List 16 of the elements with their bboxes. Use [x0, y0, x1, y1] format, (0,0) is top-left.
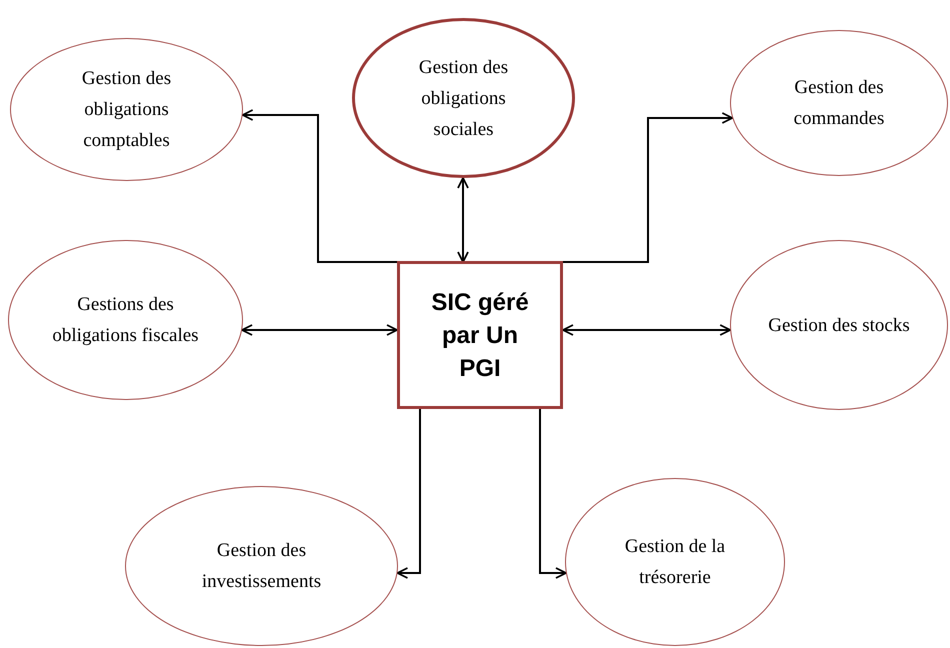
node-label: Gestion des commandes	[792, 76, 886, 131]
node-label: Gestions des obligations fiscales	[51, 293, 200, 348]
connector-arrow	[539, 408, 567, 579]
node-label: Gestion des obligations sociales	[418, 56, 510, 142]
connector-arrow	[457, 177, 469, 263]
connector-arrow	[396, 408, 421, 579]
node-label: Gestion de la trésorerie	[624, 535, 726, 590]
node-label: SIC géré par Un PGI	[430, 288, 530, 384]
connector-arrow	[242, 109, 399, 263]
connector-arrow	[241, 324, 398, 336]
node-label: Gestion des obligations comptables	[80, 67, 172, 153]
connector-arrow	[562, 324, 732, 336]
node-label: Gestion des investissements	[200, 539, 322, 594]
connector-arrow	[561, 112, 734, 263]
node-label: Gestion des stocks	[768, 314, 910, 338]
system-box	[397, 261, 563, 409]
